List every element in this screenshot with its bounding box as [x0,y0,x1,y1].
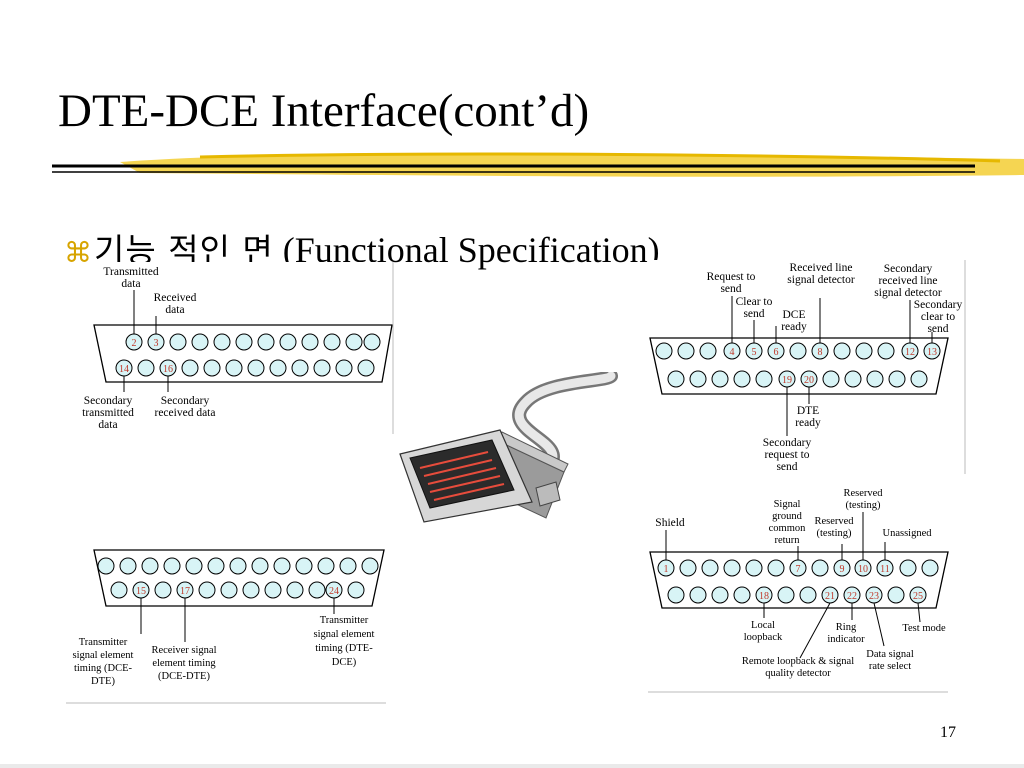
connector-diagram-misc-pins: 1 7 9 10 11 18 21 22 23 25 Shield Signal… [648,484,966,694]
db25-connector-illustration [399,372,618,523]
label-clear-to-send: Clear to send [735,296,773,320]
pin-22: 22 [847,591,857,602]
pin-12: 12 [905,347,915,358]
label-received-line-signal-detector: Received line signal detector [787,262,855,286]
page-number: 17 [940,724,956,741]
label-shield: Shield [655,517,685,529]
pin-14: 14 [119,364,129,375]
label-transmitter-signal-element-timing-dce-dte: Transmitter signal element timing (DCE-D… [72,637,134,687]
connector-diagram-control-pins: 4 5 6 8 12 13 19 20 Request to send Clea… [648,260,966,474]
pin-2: 2 [132,338,137,349]
label-signal-ground-common-return: Signal ground common return [768,499,806,546]
pin-4: 4 [730,347,735,358]
pin-9: 9 [840,564,845,575]
pin-3: 3 [154,338,159,349]
slide-title: DTE-DCE Interface(cont’d) [58,85,590,137]
pin-13: 13 [927,347,937,358]
label-dce-ready: DCE ready [781,309,807,333]
label-transmitter-signal-element-timing-dte-dce: Transmitter signal element timing (DTE-D… [313,615,375,668]
pin-18: 18 [759,591,769,602]
pin-23: 23 [869,591,879,602]
label-transmitted-data: Transmitted data [103,266,159,290]
label-local-loopback: Local loopback [743,620,783,643]
label-received-data: Received data [153,292,197,316]
pin-8: 8 [818,347,823,358]
pin-16: 16 [163,364,173,375]
pin-24: 24 [329,586,339,597]
label-data-signal-rate-select: Data signal rate select [866,649,914,672]
pin-21: 21 [825,591,835,602]
label-test-mode: Test mode [902,623,946,634]
pin-7: 7 [796,564,801,575]
pin-20: 20 [804,375,814,386]
title-underline [52,152,1024,177]
label-receiver-signal-element-timing: Receiver signal element timing (DCE-DTE) [151,645,217,682]
label-dte-ready: DTE ready [795,405,821,429]
label-unassigned: Unassigned [882,528,932,539]
pin-15: 15 [136,586,146,597]
label-secondary-clear-to-send: Secondary clear to send [913,299,963,335]
label-secondary-request-to-send: Secondary request to send [762,437,812,473]
label-remote-loopback: Remote loopback & signal quality detecto… [741,656,855,679]
pin-11: 11 [880,564,890,575]
pin-17: 17 [180,586,190,597]
connector-diagram-timing-pins: 15 17 24 Transmitter signal element timi… [66,544,386,704]
pin-25: 25 [913,591,923,602]
label-request-to-send: Request to send [706,271,756,295]
pin-10: 10 [858,564,868,575]
connector-diagram-data-pins: 2 3 14 16 Transmitted data Received data… [66,262,394,434]
pin-1: 1 [664,564,669,575]
label-reserved-testing-2: Reserved (testing) [843,488,883,511]
footer-divider [0,764,1024,768]
label-secondary-transmitted-data: Secondary transmitted data [82,395,134,431]
label-ring-indicator: Ring indicator [827,622,865,645]
pin-19: 19 [782,375,792,386]
label-reserved-testing-1: Reserved (testing) [814,516,854,539]
label-secondary-received-line-signal-detector: Secondary received line signal detector [874,263,942,299]
pin-5: 5 [752,347,757,358]
label-secondary-received-data: Secondary received data [154,395,216,419]
pin-6: 6 [774,347,779,358]
